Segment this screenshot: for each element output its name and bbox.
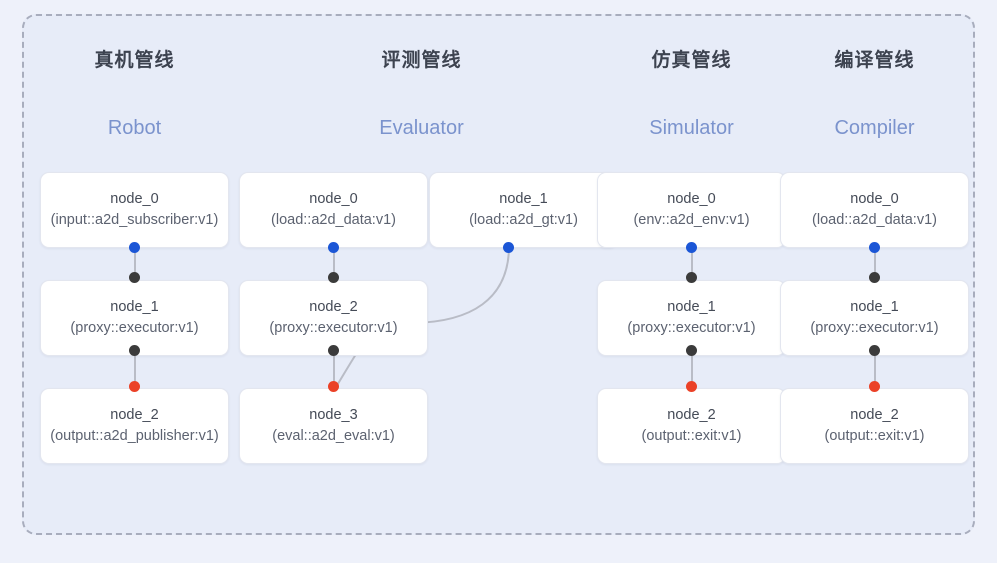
edge-evaluator-2-3 [332, 351, 335, 387]
node-spec: (env::a2d_env:v1) [633, 212, 750, 228]
pipeline-column-compiler: 编译管线 Compiler [780, 48, 969, 141]
port-output-evaluator-node_0[interactable] [328, 242, 339, 253]
node-card-evaluator-node_1[interactable]: node_1 (load::a2d_gt:v1) [429, 172, 618, 248]
node-card-simulator-node_2[interactable]: node_2 (output::exit:v1) [597, 388, 786, 464]
node-spec: (proxy::executor:v1) [70, 320, 199, 336]
port-input-simulator-node_1[interactable] [686, 272, 697, 283]
node-card-evaluator-node_0[interactable]: node_0 (load::a2d_data:v1) [239, 172, 428, 248]
port-input-robot-node_1[interactable] [129, 272, 140, 283]
port-input-compiler-node_1[interactable] [869, 272, 880, 283]
node-name: node_2 [667, 407, 716, 423]
column-title-en-robot: Robot [107, 117, 162, 139]
column-title-en-simulator: Simulator [649, 117, 734, 139]
node-spec: (eval::a2d_eval:v1) [272, 428, 395, 444]
node-name: node_2 [110, 407, 159, 423]
node-name: node_2 [309, 299, 358, 315]
node-name: node_0 [667, 191, 716, 207]
port-output-simulator-node_1[interactable] [686, 345, 697, 356]
column-title-cn-compiler: 编译管线 [834, 50, 915, 71]
edge-compiler-1-2 [873, 351, 876, 387]
node-name: node_0 [309, 191, 358, 207]
node-spec: (proxy::executor:v1) [269, 320, 398, 336]
node-name: node_0 [850, 191, 899, 207]
node-card-simulator-node_1[interactable]: node_1 (proxy::executor:v1) [597, 280, 786, 356]
node-spec: (load::a2d_gt:v1) [469, 212, 578, 228]
edge-compiler-0-1 [873, 243, 876, 279]
column-title-en-evaluator: Evaluator [379, 117, 464, 139]
node-name: node_1 [110, 299, 159, 315]
node-spec: (output::exit:v1) [641, 428, 742, 444]
node-spec: (load::a2d_data:v1) [271, 212, 396, 228]
edge-robot-1-2 [133, 351, 136, 387]
port-output-robot-node_0[interactable] [129, 242, 140, 253]
node-card-robot-node_2[interactable]: node_2 (output::a2d_publisher:v1) [40, 388, 229, 464]
column-title-cn-evaluator: 评测管线 [381, 50, 462, 71]
node-spec: (load::a2d_data:v1) [812, 212, 937, 228]
node-card-simulator-node_0[interactable]: node_0 (env::a2d_env:v1) [597, 172, 786, 248]
column-title-cn-simulator: 仿真管线 [651, 50, 732, 71]
node-card-evaluator-node_3[interactable]: node_3 (eval::a2d_eval:v1) [239, 388, 428, 464]
port-input-evaluator-node_2[interactable] [328, 272, 339, 283]
port-output-evaluator-node_1[interactable] [503, 242, 514, 253]
node-spec: (input::a2d_subscriber:v1) [50, 212, 219, 228]
edge-robot-0-1 [133, 243, 136, 279]
node-card-robot-node_0[interactable]: node_0 (input::a2d_subscriber:v1) [40, 172, 229, 248]
port-input-simulator-node_2[interactable] [686, 381, 697, 392]
pipeline-column-robot: 真机管线 Robot [40, 48, 229, 141]
column-title-cn-robot: 真机管线 [94, 50, 175, 71]
node-card-compiler-node_0[interactable]: node_0 (load::a2d_data:v1) [780, 172, 969, 248]
node-spec: (proxy::executor:v1) [627, 320, 756, 336]
port-output-compiler-node_0[interactable] [869, 242, 880, 253]
node-spec: (proxy::executor:v1) [810, 320, 939, 336]
port-output-compiler-node_1[interactable] [869, 345, 880, 356]
node-name: node_3 [309, 407, 358, 423]
pipeline-column-simulator: 仿真管线 Simulator [597, 48, 786, 141]
pipeline-column-evaluator: 评测管线 Evaluator [327, 48, 516, 141]
edge-evaluator-0-2 [332, 243, 335, 279]
port-input-compiler-node_2[interactable] [869, 381, 880, 392]
port-output-simulator-node_0[interactable] [686, 242, 697, 253]
node-spec: (output::a2d_publisher:v1) [50, 428, 219, 444]
node-name: node_1 [850, 299, 899, 315]
port-input-robot-node_2[interactable] [129, 381, 140, 392]
column-title-en-compiler: Compiler [834, 117, 915, 139]
node-name: node_1 [667, 299, 716, 315]
port-input-evaluator-node_3[interactable] [328, 381, 339, 392]
edge-simulator-1-2 [690, 351, 693, 387]
node-name: node_1 [499, 191, 548, 207]
node-spec: (output::exit:v1) [824, 428, 925, 444]
node-name: node_0 [110, 191, 159, 207]
port-output-evaluator-node_2[interactable] [328, 345, 339, 356]
port-output-robot-node_1[interactable] [129, 345, 140, 356]
edge-simulator-0-1 [690, 243, 693, 279]
node-card-compiler-node_2[interactable]: node_2 (output::exit:v1) [780, 388, 969, 464]
node-name: node_2 [850, 407, 899, 423]
node-card-evaluator-node_2[interactable]: node_2 (proxy::executor:v1) [239, 280, 428, 356]
node-card-compiler-node_1[interactable]: node_1 (proxy::executor:v1) [780, 280, 969, 356]
